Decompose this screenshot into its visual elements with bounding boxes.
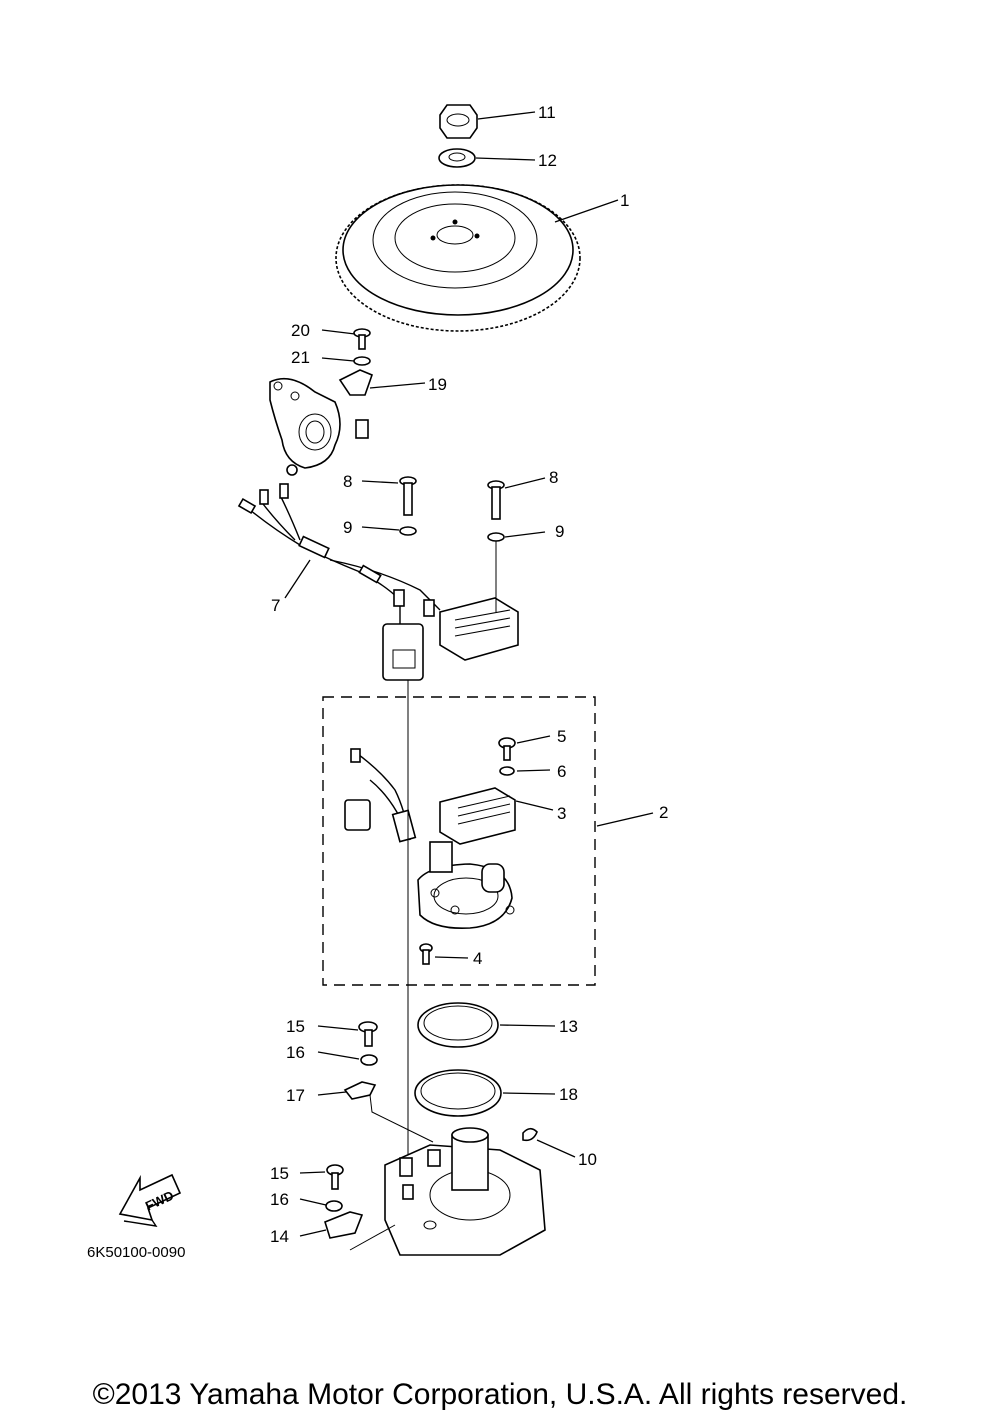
callout-2: 2 — [659, 803, 668, 822]
callout-4: 4 — [473, 949, 482, 968]
part-screw-15-lower — [326, 1164, 344, 1190]
part-washer-21 — [353, 356, 371, 366]
part-key-10 — [522, 1127, 538, 1142]
part-screw-5 — [498, 737, 516, 761]
part-washer-6 — [499, 766, 515, 776]
callout-9-right: 9 — [555, 522, 564, 541]
callout-11: 11 — [538, 103, 556, 122]
part-washer-9-right — [487, 532, 505, 542]
part-ring-18 — [414, 1069, 502, 1117]
callout-1: 1 — [620, 191, 629, 210]
callout-15-upper: 15 — [286, 1017, 305, 1036]
part-nut — [439, 104, 478, 139]
part-bolt-8-right — [487, 480, 505, 520]
callout-18: 18 — [559, 1085, 578, 1104]
part-clamp-14 — [324, 1211, 396, 1251]
fwd-arrow-icon: FWD — [118, 1173, 182, 1227]
callout-17: 17 — [286, 1086, 305, 1105]
part-stator — [344, 748, 515, 930]
part-washer-16-upper — [360, 1054, 378, 1066]
callout-3: 3 — [557, 804, 566, 823]
callout-15-lower: 15 — [270, 1164, 289, 1183]
callout-21: 21 — [291, 348, 310, 367]
callout-13: 13 — [559, 1017, 578, 1036]
part-rectifier — [439, 787, 516, 845]
callout-16-lower: 16 — [270, 1190, 289, 1209]
callout-leaders — [284, 111, 654, 1237]
part-code: 6K50100-0090 — [87, 1244, 185, 1261]
part-flywheel — [335, 184, 581, 332]
part-washer-9-left — [399, 526, 417, 536]
part-clamp-17 — [343, 1081, 434, 1143]
part-screw-15-upper — [358, 1021, 378, 1047]
part-magneto-base — [269, 369, 374, 476]
callout-8-right: 8 — [549, 468, 558, 487]
part-wire-harness — [237, 483, 519, 681]
callout-8-left: 8 — [343, 472, 352, 491]
callout-5: 5 — [557, 727, 566, 746]
callout-12: 12 — [538, 151, 557, 170]
callout-labels: 11 12 1 20 21 19 8 8 9 9 7 5 6 3 2 4 15 … — [270, 103, 668, 1246]
callout-14: 14 — [270, 1227, 289, 1246]
stator-assembly-box — [322, 696, 596, 986]
callout-7: 7 — [271, 596, 280, 615]
part-bolt-8-left — [399, 476, 417, 516]
part-ring-13 — [417, 1002, 499, 1048]
callout-19: 19 — [428, 375, 447, 394]
callout-10: 10 — [578, 1150, 597, 1169]
callout-6: 6 — [557, 762, 566, 781]
part-washer-16-lower — [325, 1200, 343, 1212]
part-screw-4 — [419, 943, 433, 965]
callout-20: 20 — [291, 321, 310, 340]
part-washer-12 — [438, 148, 476, 168]
part-screw-20 — [353, 328, 371, 350]
callout-16-upper: 16 — [286, 1043, 305, 1062]
copyright-notice: ©2013 Yamaha Motor Corporation, U.S.A. A… — [92, 1378, 908, 1411]
part-crankcase-base — [384, 1127, 546, 1256]
callout-9-left: 9 — [343, 518, 352, 537]
